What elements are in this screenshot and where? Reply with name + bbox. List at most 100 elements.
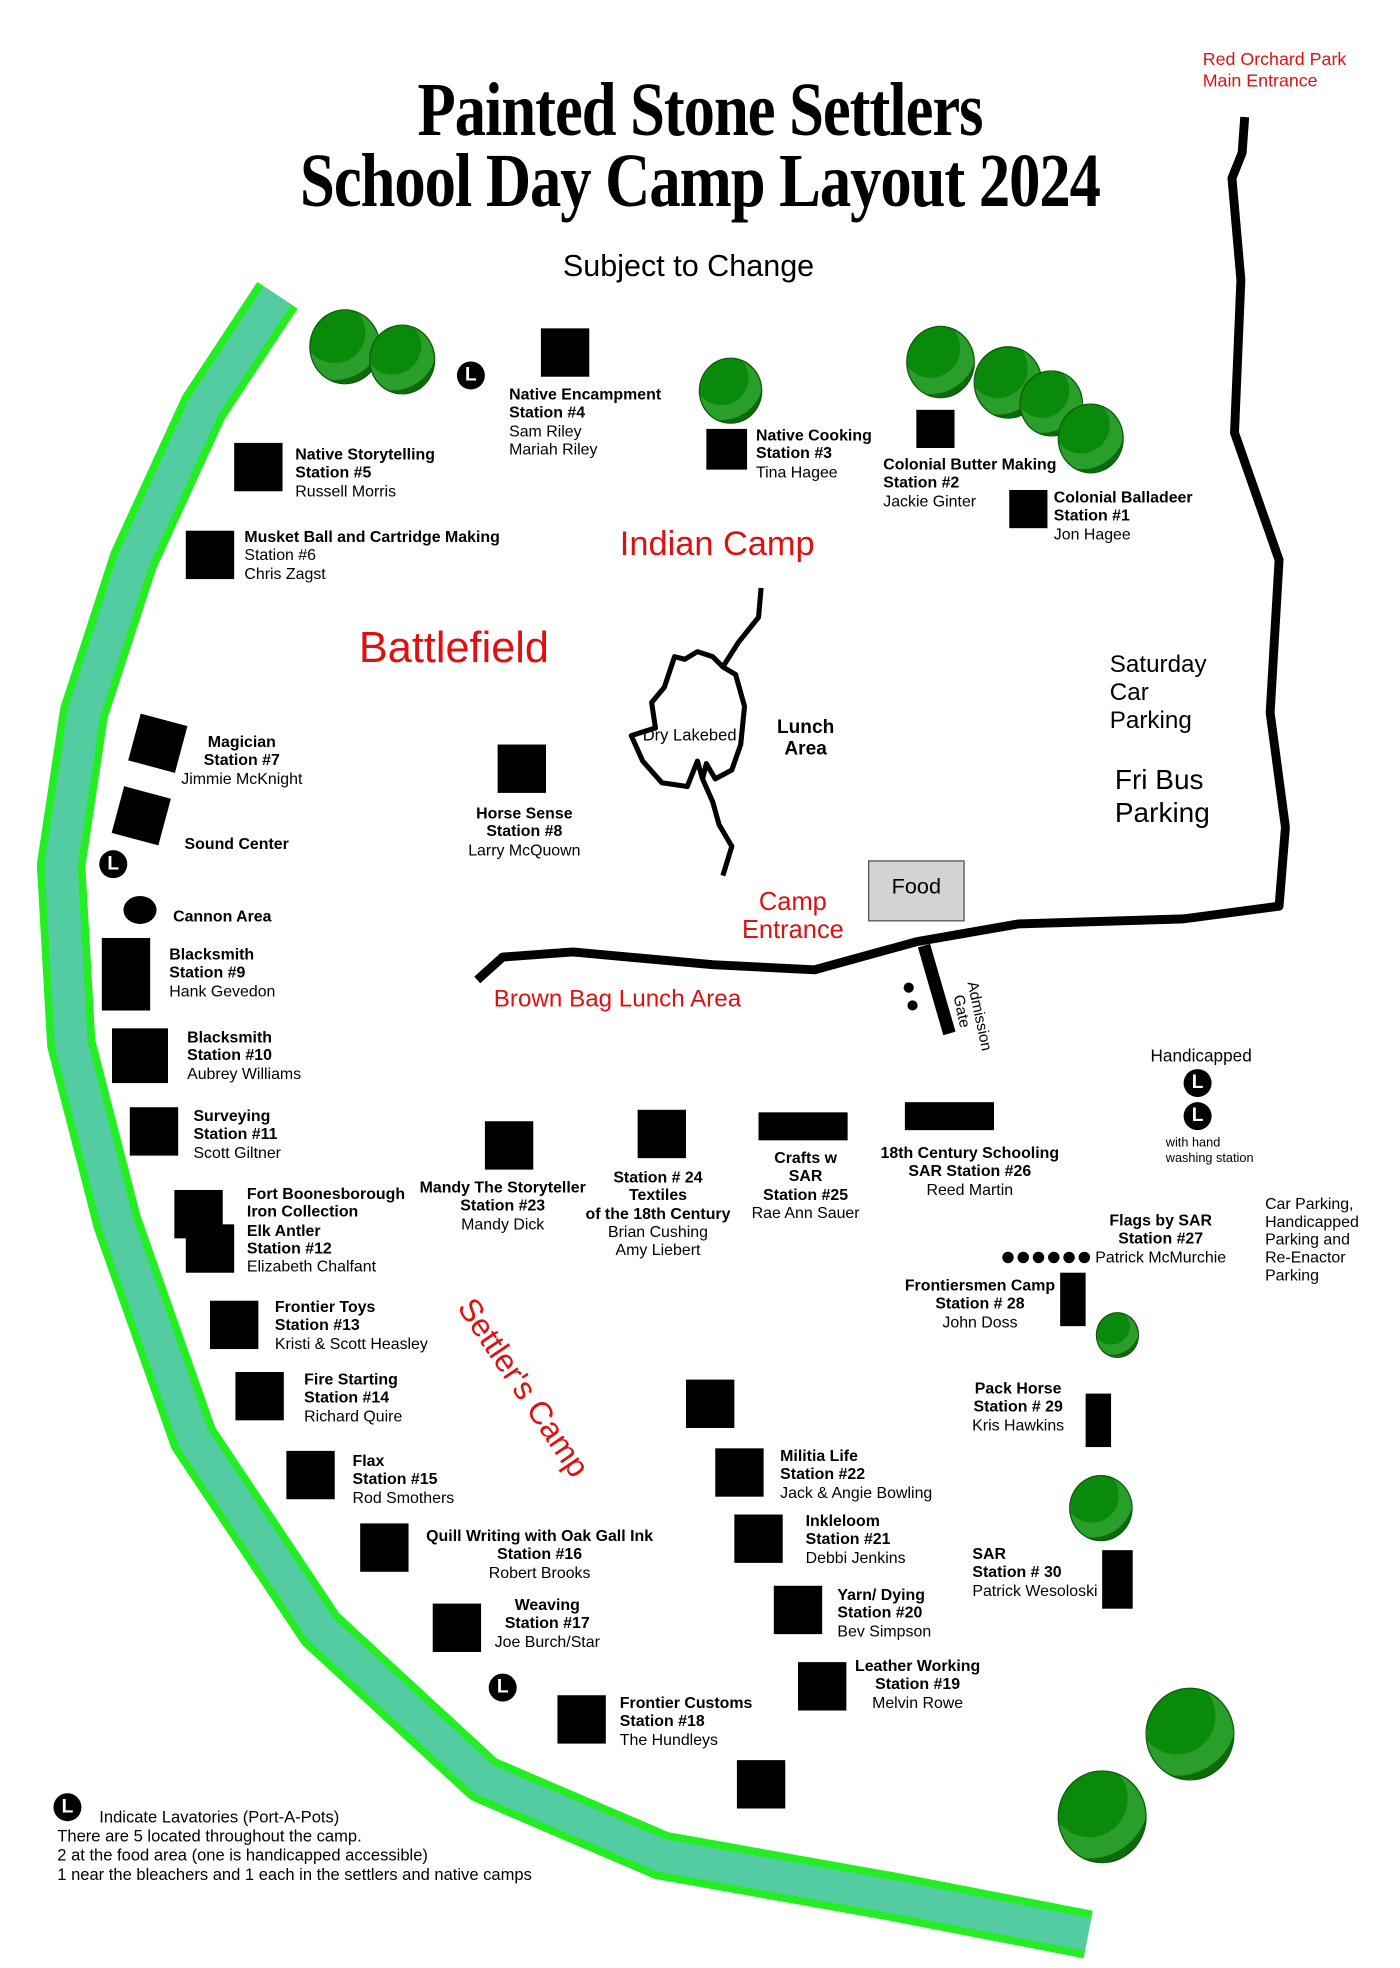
station-title-line: Mandy The Storyteller bbox=[419, 1178, 586, 1197]
tree-icon bbox=[1095, 1312, 1140, 1358]
station-host-line: Jon Hagee bbox=[1053, 525, 1131, 543]
station-title-line: Weaving bbox=[514, 1595, 580, 1614]
station-tent bbox=[432, 1603, 482, 1652]
station-tent bbox=[557, 1695, 606, 1744]
station-title-line: Station #19 bbox=[875, 1675, 961, 1694]
station-tent bbox=[235, 1371, 284, 1421]
station-host-line: Patrick Wesoloski bbox=[972, 1581, 1098, 1600]
station-host-line: Debbi Jenkins bbox=[805, 1548, 906, 1567]
dry-lakebed bbox=[628, 587, 764, 877]
station-title-line: Station #2 bbox=[883, 473, 960, 492]
station-host-line: Jimmie McKnight bbox=[181, 769, 303, 788]
station-title-line: Militia Life bbox=[780, 1447, 858, 1465]
tree-icon bbox=[1057, 403, 1124, 473]
station-tent bbox=[904, 1102, 994, 1131]
lavatory-icon: L bbox=[456, 361, 485, 390]
station-title-line: Flax bbox=[352, 1452, 385, 1470]
station-tent bbox=[758, 1112, 848, 1141]
station-title-line: Station #21 bbox=[805, 1530, 891, 1548]
sound-center-label: Sound Center bbox=[184, 834, 289, 853]
station-title-line: Inkleloom bbox=[805, 1511, 880, 1530]
station-title-line: Blacksmith bbox=[187, 1028, 272, 1047]
station-title-line: Station #23 bbox=[460, 1196, 546, 1215]
station-host-line: Reed Martin bbox=[926, 1180, 1014, 1199]
station-title-line: of the 18th Century bbox=[585, 1204, 731, 1223]
station-title-line: Native Encampment bbox=[509, 385, 662, 404]
cannon-area-label: Cannon Area bbox=[173, 907, 272, 926]
station-title-line: Blacksmith bbox=[169, 945, 255, 964]
station-host-line: Chris Zagst bbox=[244, 564, 326, 583]
station-host-line: Robert Brooks bbox=[488, 1563, 591, 1582]
subtitle: Subject to Change bbox=[562, 249, 815, 284]
station-title-line: Station #4 bbox=[509, 403, 586, 422]
station-title-line: Leather Working bbox=[854, 1657, 981, 1675]
station-tent bbox=[497, 744, 546, 793]
station-host-line: Kris Hawkins bbox=[972, 1415, 1065, 1434]
station-host-line: Tina Hagee bbox=[755, 462, 838, 481]
station-tent bbox=[1102, 1550, 1133, 1609]
station-title-line: Station #3 bbox=[755, 444, 833, 463]
station-tent bbox=[234, 442, 283, 492]
station-tent bbox=[715, 1448, 764, 1497]
station-host-line: Larry McQuown bbox=[468, 840, 581, 859]
unlabeled-tent bbox=[685, 1379, 735, 1428]
station-host-line: Russell Morris bbox=[295, 481, 397, 500]
station-tent bbox=[129, 1107, 179, 1156]
station-title-line: Quill Writing with Oak Gall Ink bbox=[426, 1527, 654, 1546]
station-tent bbox=[111, 1028, 168, 1084]
station-tent bbox=[185, 530, 235, 580]
tree-icon bbox=[906, 325, 975, 398]
lavatory-icon: L bbox=[53, 1793, 82, 1822]
station-title-line: Frontiersmen Camp bbox=[904, 1276, 1056, 1295]
station-title-line: Native Storytelling bbox=[295, 445, 435, 464]
station-title-line: Surveying bbox=[193, 1107, 271, 1126]
handicapped-label: Handicapped bbox=[1150, 1046, 1252, 1066]
station-title-line: Station #8 bbox=[486, 822, 563, 841]
station-host-line: Aubrey Williams bbox=[187, 1064, 302, 1083]
station-host-line: Bev Simpson bbox=[837, 1622, 932, 1640]
station-tent bbox=[286, 1450, 335, 1500]
station-host-line: Joe Burch/Star bbox=[494, 1632, 600, 1651]
title-line-1: Painted Stone Settlers bbox=[417, 67, 984, 152]
station-tent bbox=[797, 1662, 847, 1711]
lavatory-legend: Indicate Lavatories (Port-A-Pots)There a… bbox=[57, 1807, 532, 1884]
station-tent bbox=[1060, 1272, 1086, 1327]
station-tent bbox=[706, 428, 748, 470]
station-tent bbox=[101, 937, 151, 1011]
tree-icon bbox=[1057, 1770, 1147, 1864]
station-title-line: Station # 28 bbox=[935, 1294, 1025, 1313]
station-host-line: Scott Giltner bbox=[193, 1143, 281, 1162]
station-tent bbox=[916, 409, 955, 448]
brown-bag-lunch-label: Brown Bag Lunch Area bbox=[493, 986, 742, 1014]
station-title-line: Station # 30 bbox=[972, 1563, 1062, 1582]
station-title-line: SAR bbox=[788, 1167, 823, 1186]
station-title-line: Station #16 bbox=[497, 1545, 583, 1564]
tree-icon bbox=[1069, 1475, 1133, 1542]
station-title-line: Station #9 bbox=[169, 963, 246, 982]
title-line-2: School Day Camp Layout 2024 bbox=[300, 138, 1101, 223]
station-title-line: Colonial Balladeer bbox=[1053, 488, 1193, 507]
station-host-line: Kristi & Scott Heasley bbox=[274, 1334, 428, 1353]
station-title-line: Fire Starting bbox=[304, 1370, 398, 1389]
station-title-line: Colonial Butter Making bbox=[883, 455, 1057, 474]
